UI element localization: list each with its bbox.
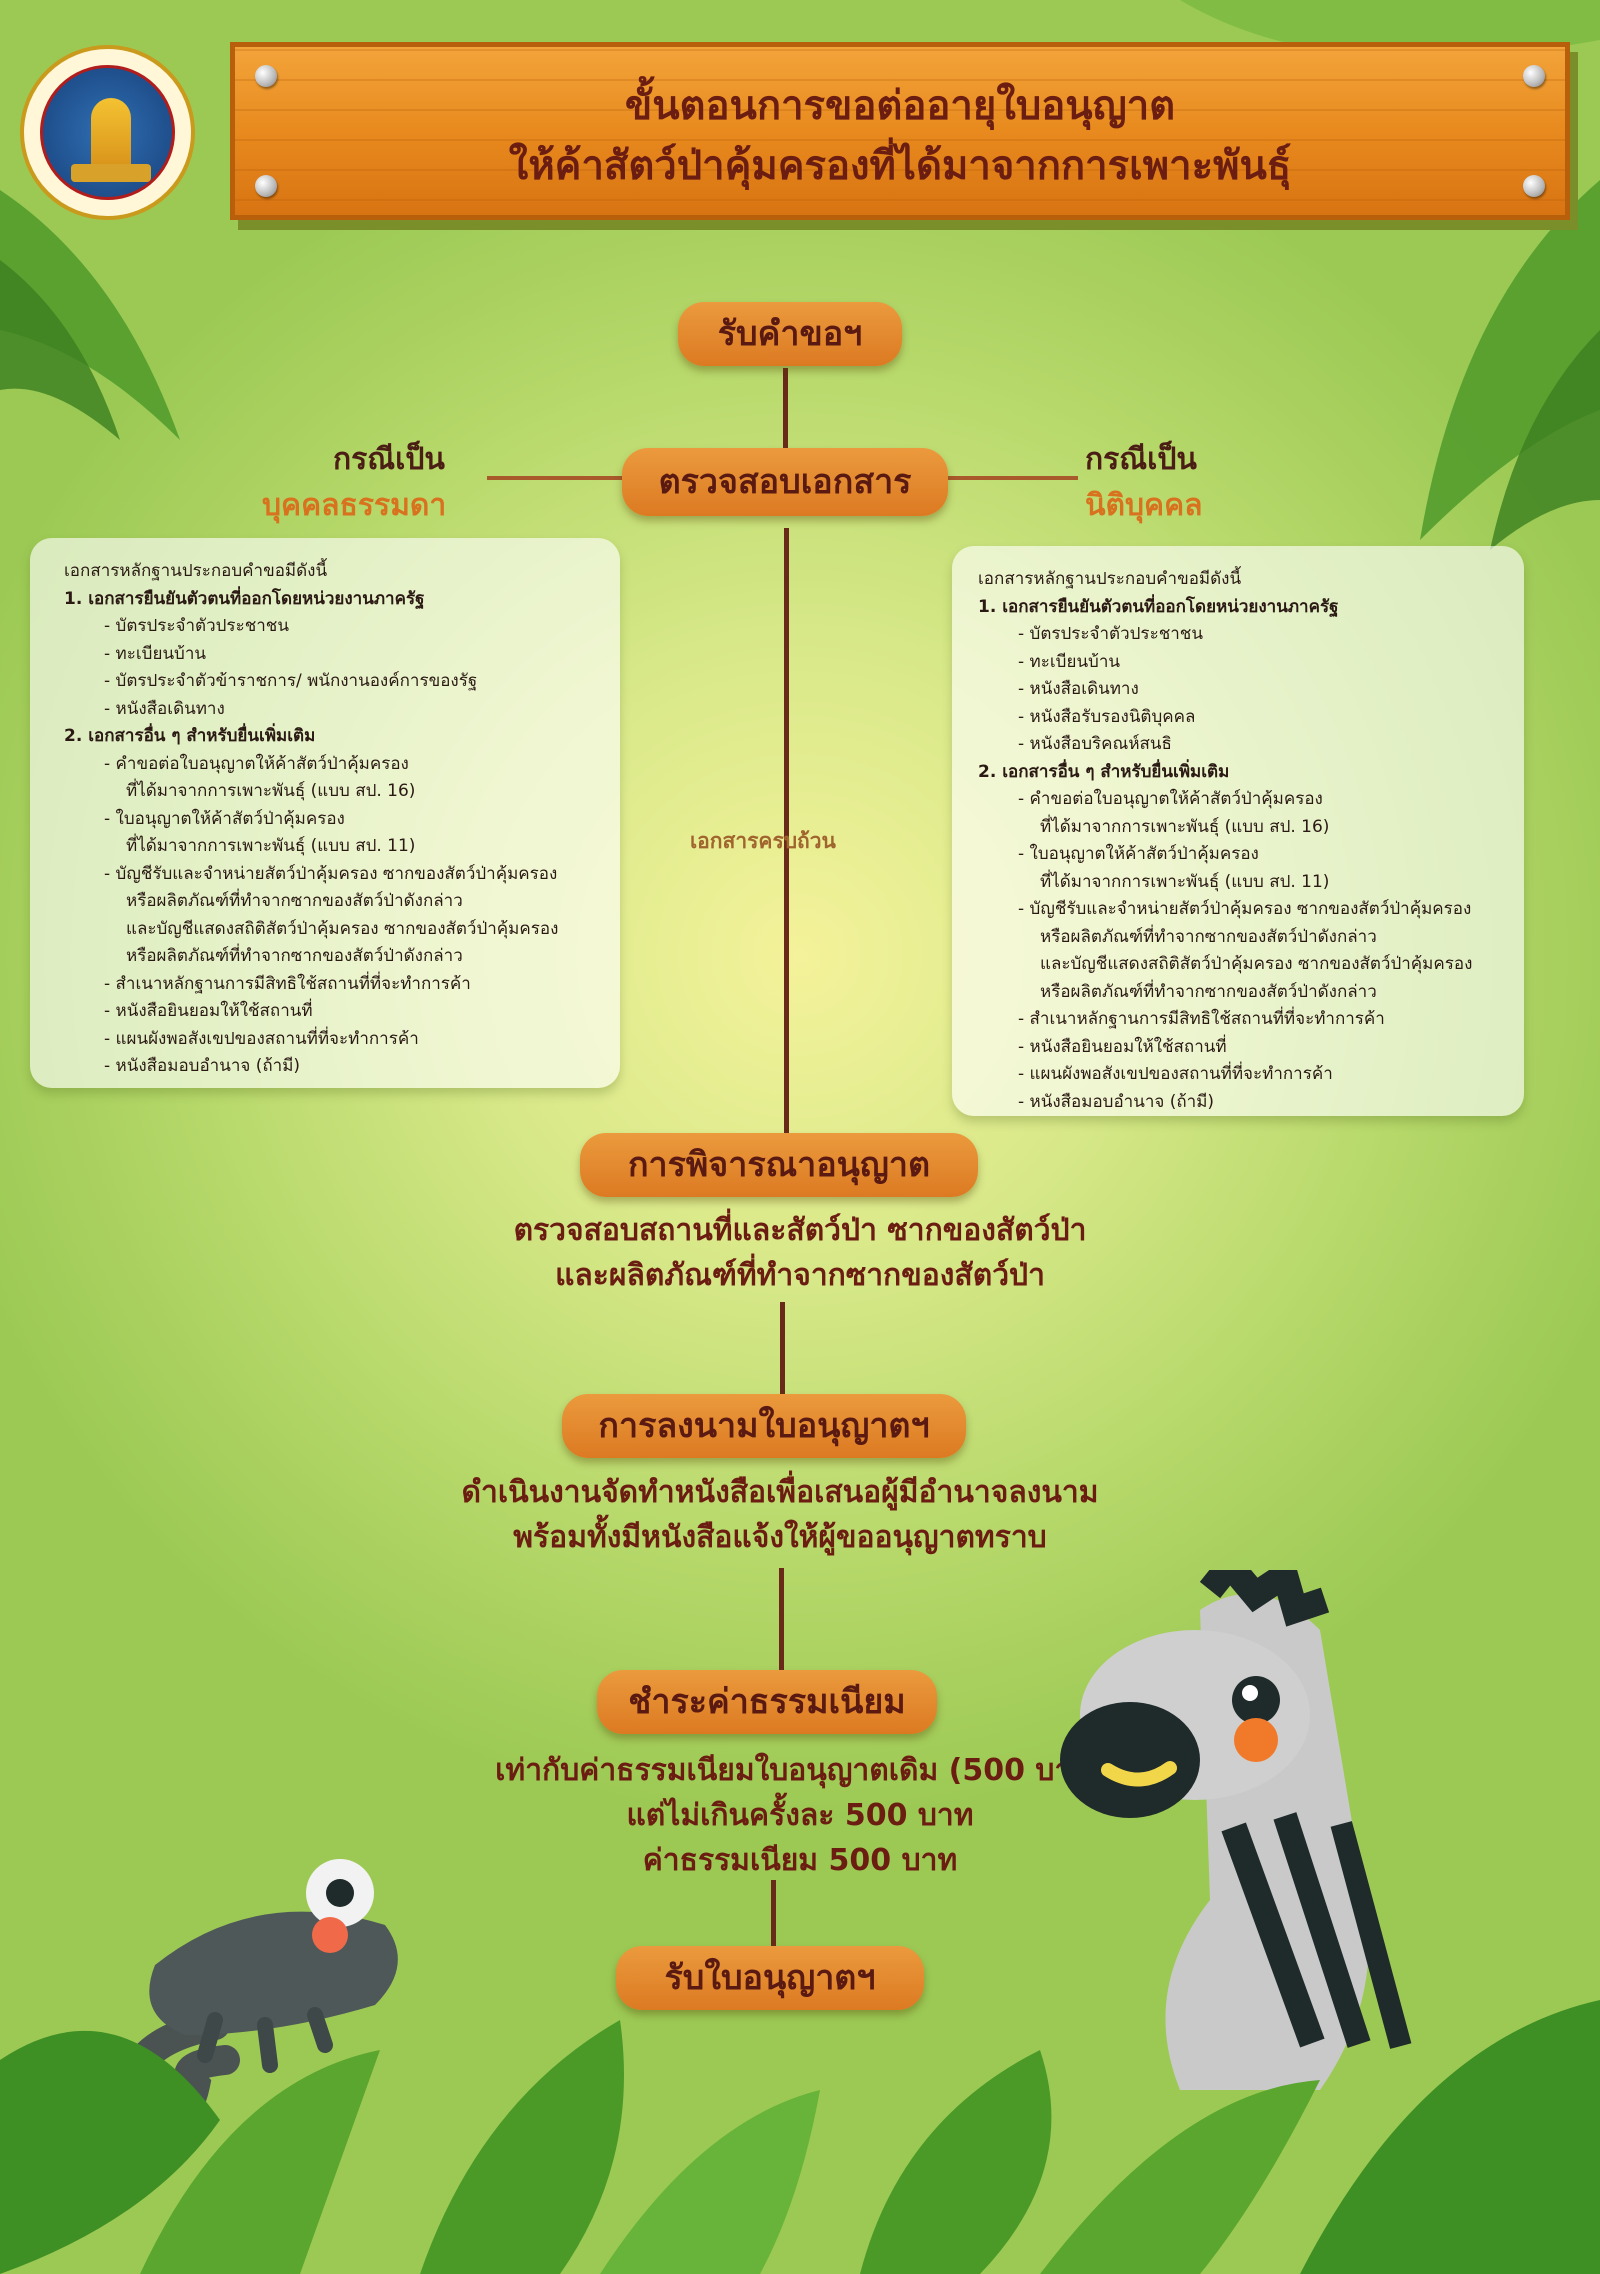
document-item: - ทะเบียนบ้าน: [1018, 651, 1121, 672]
document-item: หรือผลิตภัณฑ์ที่ทำจากซากของสัตว์ป่าดังกล…: [126, 891, 463, 911]
document-item: - หนังสือเดินทาง: [104, 698, 225, 719]
document-item: - หนังสือมอบอำนาจ (ถ้ามี): [1018, 1091, 1215, 1112]
page-title-line2: ให้ค้าสัตว์ป่าคุ้มครองที่ได้มาจากการเพาะ…: [508, 143, 1292, 189]
document-item: ที่ได้มาจากการเพาะพันธุ์ (แบบ สป. 16): [1040, 816, 1330, 837]
step-consider-permit: การพิจารณาอนุญาต: [580, 1133, 978, 1197]
document-item: ที่ได้มาจากการเพาะพันธุ์ (แบบ สป. 16): [126, 781, 416, 801]
document-item: - แผนผังพอสังเขปของสถานที่ที่จะทำการค้า: [1018, 1064, 1333, 1084]
document-item: - ทะเบียนบ้าน: [104, 643, 207, 664]
document-item: 1. เอกสารยืนยันตัวตนที่ออกโดยหน่วยงานภาค…: [64, 588, 425, 609]
step-get-permit: รับใบอนุญาตฯ: [616, 1946, 924, 2010]
document-item: - คำขอต่อใบอนุญาตให้ค้าสัตว์ป่าคุ้มครอง: [1018, 789, 1323, 809]
document-item: - ใบอนุญาตให้ค้าสัตว์ป่าคุ้มครอง: [1018, 844, 1259, 864]
documents-complete-label: เอกสารครบถ้วน: [690, 829, 836, 853]
nail-icon: [1523, 65, 1545, 87]
fee-description: เท่ากับค่าธรรมเนียมใบอนุญาตเดิม (500 บาท…: [0, 1748, 1600, 1883]
flow-connector: [771, 1880, 776, 1950]
document-item: - บัตรประจำตัวประชาชน: [1018, 624, 1203, 644]
bottom-foliage: [0, 2000, 1600, 2274]
step-sign-permit: การลงนามใบอนุญาตฯ: [562, 1394, 966, 1458]
document-item: เอกสารหลักฐานประกอบคำขอมีดังนี้: [64, 561, 328, 581]
document-item: หรือผลิตภัณฑ์ที่ทำจากซากของสัตว์ป่าดังกล…: [126, 946, 463, 966]
document-item: หรือผลิตภัณฑ์ที่ทำจากซากของสัตว์ป่าดังกล…: [1040, 981, 1377, 1002]
document-item: และบัญชีแสดงสถิติสัตว์ป่าคุ้มครอง ซากของ…: [1040, 954, 1473, 974]
step-receive-request: รับคำขอฯ: [678, 302, 902, 366]
document-item: - บัตรประจำตัวข้าราชการ/ พนักงานองค์การข…: [104, 671, 478, 691]
fee-description-line: ค่าธรรมเนียม 500 บาท: [642, 1843, 958, 1878]
step-check-documents: ตรวจสอบเอกสาร: [622, 448, 948, 516]
juristic-documents-list: เอกสารหลักฐานประกอบคำขอมีดังนี้ 1. เอกสาร…: [952, 546, 1524, 1116]
department-seal-logo: [20, 45, 195, 220]
document-item: - บัตรประจำตัวประชาชน: [104, 616, 289, 636]
consider-description: ตรวจสอบสถานที่และสัตว์ป่า ซากของสัตว์ป่า…: [0, 1208, 1600, 1298]
case-person-subtitle: บุคคลธรรมดา: [262, 488, 447, 523]
branch-connector-left: [487, 476, 625, 480]
document-item: - หนังสือเดินทาง: [1018, 679, 1139, 699]
person-documents-list: เอกสารหลักฐานประกอบคำขอมีดังนี้ 1. เอกสาร…: [30, 538, 620, 1081]
case-juristic-subtitle: นิติบุคคล: [1085, 488, 1203, 523]
sign-description: ดำเนินงานจัดทำหนังสือเพื่อเสนอผู้มีอำนาจ…: [0, 1470, 1580, 1560]
zebra-illustration: [1060, 1570, 1412, 2090]
person-documents-box: เอกสารหลักฐานประกอบคำขอมีดังนี้ 1. เอกสาร…: [30, 538, 620, 1088]
palm-leaves-top-right: [1420, 180, 1600, 550]
document-item: - ใบอนุญาตให้ค้าสัตว์ป่าคุ้มครอง: [104, 808, 345, 829]
document-item: และบัญชีแสดงสถิติสัตว์ป่าคุ้มครอง ซากของ…: [126, 918, 559, 939]
document-item: - สำเนาหลักฐานการมีสิทธิใช้สถานที่ที่จะท…: [1018, 1009, 1385, 1029]
branch-connector-right: [948, 476, 1078, 480]
document-item: - หนังสือยินยอมให้ใช้สถานที่: [1018, 1036, 1227, 1057]
document-item: - หนังสือมอบอำนาจ (ถ้ามี): [104, 1056, 301, 1076]
sign-description-line: ดำเนินงานจัดทำหนังสือเพื่อเสนอผู้มีอำนาจ…: [461, 1475, 1099, 1510]
nail-icon: [255, 175, 277, 197]
fee-description-line: แต่ไม่เกินครั้งละ 500 บาท: [626, 1798, 974, 1833]
flow-connector: [783, 368, 788, 448]
document-item: 1. เอกสารยืนยันตัวตนที่ออกโดยหน่วยงานภาค…: [978, 596, 1339, 617]
document-item: - หนังสือรับรองนิติบุคคล: [1018, 706, 1196, 727]
juristic-documents-box: เอกสารหลักฐานประกอบคำขอมีดังนี้ 1. เอกสาร…: [952, 546, 1524, 1116]
consider-description-line: ตรวจสอบสถานที่และสัตว์ป่า ซากของสัตว์ป่า: [513, 1213, 1087, 1248]
nail-icon: [1523, 175, 1545, 197]
flow-connector: [784, 528, 789, 1138]
fee-description-line: เท่ากับค่าธรรมเนียมใบอนุญาตเดิม (500 บาท…: [495, 1753, 1105, 1788]
document-item: - บัญชีรับและจำหน่ายสัตว์ป่าคุ้มครอง ซาก…: [1018, 899, 1472, 919]
document-item: - หนังสือยินยอมให้ใช้สถานที่: [104, 1001, 313, 1021]
palm-leaves-top-left: [0, 190, 180, 440]
document-item: 2. เอกสารอื่น ๆ สำหรับยื่นเพิ่มเติม: [64, 726, 316, 746]
case-person-title: กรณีเป็น: [333, 442, 445, 477]
document-item: หรือผลิตภัณฑ์ที่ทำจากซากของสัตว์ป่าดังกล…: [1040, 926, 1377, 947]
document-item: ที่ได้มาจากการเพาะพันธุ์ (แบบ สป. 11): [1040, 871, 1330, 892]
consider-description-line: และผลิตภัณฑ์ที่ทำจากซากของสัตว์ป่า: [555, 1258, 1045, 1293]
document-item: - บัญชีรับและจำหน่ายสัตว์ป่าคุ้มครอง ซาก…: [104, 863, 558, 884]
document-item: 2. เอกสารอื่น ๆ สำหรับยื่นเพิ่มเติม: [978, 761, 1230, 782]
document-item: เอกสารหลักฐานประกอบคำขอมีดังนี้: [978, 569, 1242, 589]
page-title-line1: ขั้นตอนการขอต่ออายุใบอนุญาต: [624, 83, 1176, 129]
sign-description-line: พร้อมทั้งมีหนังสือแจ้งให้ผู้ขออนุญาตทราบ: [513, 1520, 1047, 1555]
nail-icon: [255, 65, 277, 87]
document-item: ที่ได้มาจากการเพาะพันธุ์ (แบบ สป. 11): [126, 836, 416, 856]
flow-connector: [779, 1568, 784, 1678]
document-item: - คำขอต่อใบอนุญาตให้ค้าสัตว์ป่าคุ้มครอง: [104, 753, 409, 774]
title-board: ขั้นตอนการขอต่ออายุใบอนุญาต ให้ค้าสัตว์ป…: [230, 42, 1570, 220]
case-juristic-title: กรณีเป็น: [1085, 442, 1197, 477]
document-item: - สำเนาหลักฐานการมีสิทธิใช้สถานที่ที่จะท…: [104, 973, 471, 994]
document-item: - แผนผังพอสังเขปของสถานที่ที่จะทำการค้า: [104, 1028, 419, 1049]
step-pay-fee: ชำระค่าธรรมเนียม: [597, 1670, 937, 1734]
document-item: - หนังสือบริคณห์สนธิ: [1018, 734, 1172, 754]
flow-connector: [780, 1302, 785, 1402]
